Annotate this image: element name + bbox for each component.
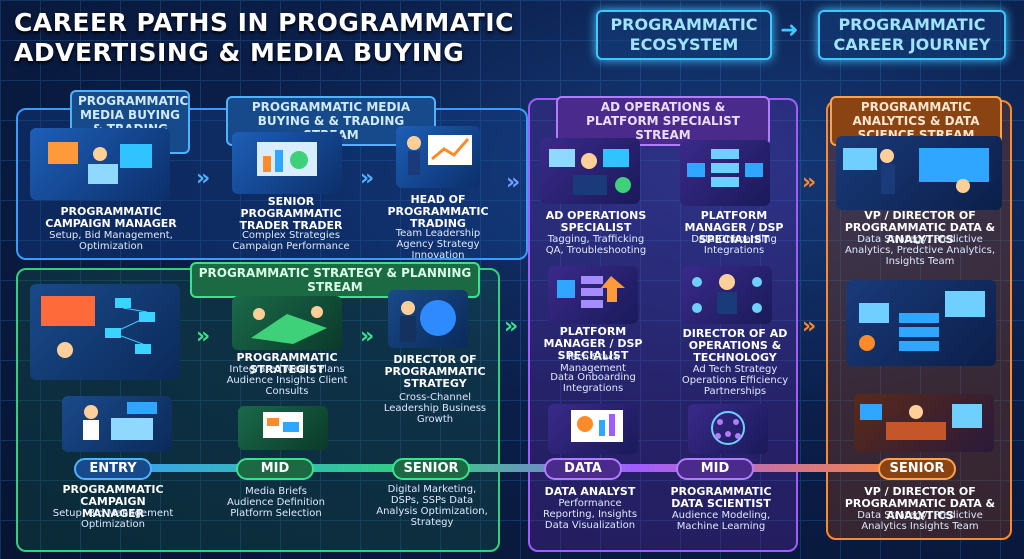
chevron-right-icon: » (504, 314, 519, 339)
stage-badge: SENIOR (392, 458, 470, 480)
role-desc: Complex Strategies Campaign Performance (232, 230, 350, 252)
role-desc: Data Strategy, Predictive Analytics Insi… (857, 510, 983, 532)
stage-badge: DATA (544, 458, 622, 480)
role-desc: Data Onboarding Integrations (691, 234, 777, 256)
analytics-team-icon (836, 136, 1002, 210)
strategy-table-icon (232, 296, 342, 350)
role-title: VP / DIRECTOR OF PROGRAMMATIC DATA & ANA… (844, 485, 996, 522)
role-desc: Data Strategy, Predictive Analytics, Pre… (844, 234, 996, 267)
stream-tag-adops: AD OPERATIONS & PLATFORM SPECIALIST STRE… (556, 96, 770, 146)
person-at-computer-icon (540, 138, 640, 204)
presenter-icon (396, 126, 480, 188)
ecosystem-header: PROGRAMMATIC ECOSYSTEM (596, 10, 772, 60)
chevron-right-icon: » (360, 166, 375, 191)
role-title: DIRECTOR OF AD OPERATIONS & TECHNOLOGY (682, 327, 788, 364)
role-desc: Ad Tech Strategy Operations Efficiency P… (681, 364, 789, 397)
stage-badge: SENIOR (878, 458, 956, 480)
stage-badge: MID (676, 458, 754, 480)
neural-network-icon (688, 404, 768, 454)
role-title: PROGRAMMATIC STRATEGIST (236, 351, 338, 376)
stage-badge: ENTRY (74, 458, 152, 480)
page-title: CAREER PATHS IN PROGRAMMATIC ADVERTISING… (14, 8, 514, 67)
role-desc: Tech Stack Management (560, 352, 626, 374)
role-title: DIRECTOR OF PROGRAMMATIC STRATEGY (384, 353, 486, 390)
stage-badge: MID (236, 458, 314, 480)
role-desc: Setup, Bid Management, Optimization (49, 230, 173, 252)
role-title: DATA ANALYST (544, 485, 636, 498)
director-icon (682, 266, 772, 324)
network-icon (30, 284, 180, 380)
role-desc: Tagging, Trafficking QA, Troubleshooting (545, 234, 647, 256)
server-stack-icon (548, 266, 638, 324)
role-title: PLATFORM MANAGER / DSP SPECIALIST (543, 325, 643, 362)
role-desc: Performance Reporting, Insights Data Vis… (542, 498, 638, 531)
role-title: SENIOR PROGRAMMATIC TRADER TRADER (239, 195, 343, 232)
chevron-right-icon: » (802, 170, 817, 195)
role-title: PLATFORM MANAGER / DSP SPECIALIST (684, 209, 784, 246)
career-timeline-bar (90, 464, 930, 472)
role-desc: Data Onboarding Integrations (550, 372, 636, 394)
journey-header: PROGRAMMATIC CAREER JOURNEY (818, 10, 1006, 60)
data-dashboard-icon (548, 404, 638, 454)
role-title: VP / DIRECTOR OF PROGRAMMATIC DATA & ANA… (844, 209, 996, 246)
role-title: PROGRAMMATIC DATA SCIENTIST (670, 485, 772, 510)
chevron-right-icon: » (802, 314, 817, 339)
chevron-right-icon: » (196, 166, 211, 191)
role-desc: Media Briefs Audience Definition Platfor… (226, 486, 326, 519)
role-desc: Audience Modeling, Machine Learning (671, 510, 771, 532)
chevron-right-icon: » (360, 324, 375, 349)
server-stack-icon (680, 140, 770, 206)
role-title: PROGRAMMATIC CAMPAIGN MANAGER (45, 205, 177, 230)
role-desc: Team Leadership Agency Strategy Innovati… (395, 228, 481, 261)
role-title: PROGRAMMATIC CAMPAIGN MANAGER (62, 483, 164, 520)
person-at-laptop-icon (30, 128, 170, 200)
executive-desk-icon (854, 394, 994, 452)
person-at-laptop-icon (62, 396, 172, 452)
role-title: HEAD OF PROGRAMMATIC TRADING (387, 193, 489, 230)
presenter-icon (238, 406, 328, 450)
arrow-right-icon: ➜ (780, 18, 799, 43)
role-title: AD OPERATIONS SPECIALIST (545, 209, 647, 234)
role-desc: Integrated Media Plans Audience Insights… (226, 364, 348, 397)
role-desc: Cross-Channel Leadership Business Growth (383, 392, 487, 425)
chevron-right-icon: » (196, 324, 211, 349)
globe-icon (388, 290, 468, 348)
role-desc: Setup, Bid Management Optimization (52, 508, 174, 530)
server-stack-icon (846, 280, 996, 366)
role-desc: Digital Marketing, DSPs, SSPs Data Analy… (376, 484, 488, 528)
dashboard-icon (232, 132, 342, 194)
chevron-right-icon: » (506, 170, 521, 195)
